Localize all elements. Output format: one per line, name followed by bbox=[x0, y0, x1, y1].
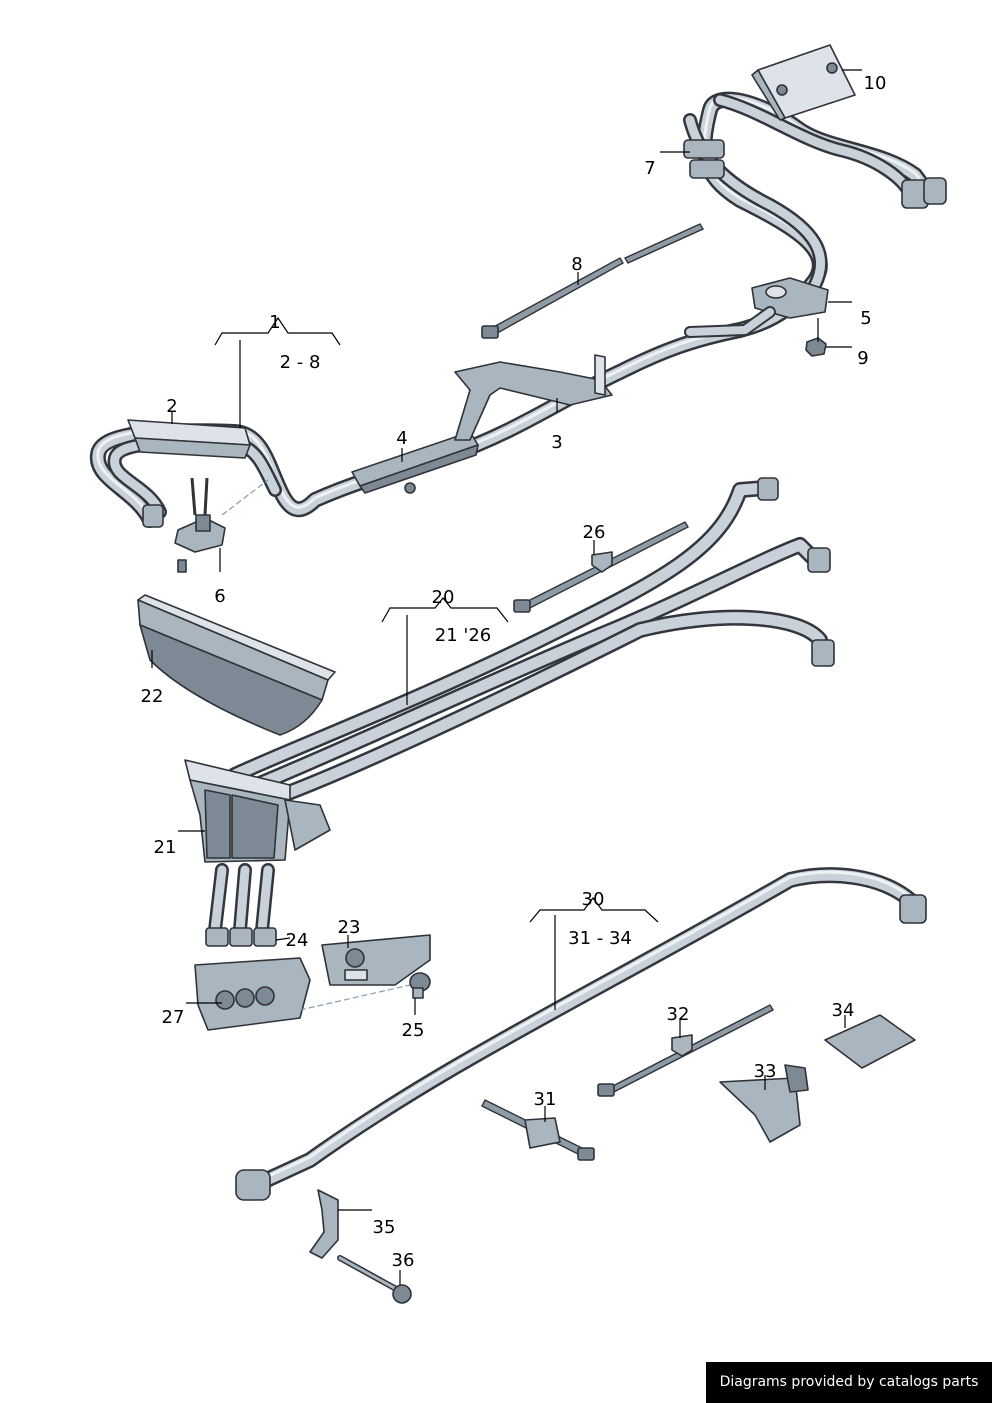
callout-20-range: 21 '26 bbox=[435, 625, 491, 646]
callout-5: 5 bbox=[860, 308, 871, 329]
callout-4: 4 bbox=[396, 428, 407, 449]
callout-32: 32 bbox=[667, 1004, 690, 1025]
part-33-bracket bbox=[719, 1064, 809, 1143]
callout-2: 2 bbox=[166, 396, 177, 417]
part-3-bracket bbox=[454, 354, 613, 441]
hose-assembly-20 bbox=[227, 477, 835, 813]
part-23-plate bbox=[321, 934, 431, 986]
callout-9: 9 bbox=[857, 348, 868, 369]
callout-10: 10 bbox=[864, 73, 887, 94]
callout-26: 26 bbox=[583, 522, 606, 543]
callout-36: 36 bbox=[392, 1250, 415, 1271]
part-36-bolt bbox=[337, 1255, 412, 1304]
part-35-bracket bbox=[309, 1189, 339, 1259]
callout-3: 3 bbox=[551, 432, 562, 453]
callout-1-range: 2 - 8 bbox=[280, 352, 321, 373]
part-10-shield bbox=[751, 44, 856, 121]
callout-22: 22 bbox=[141, 686, 164, 707]
callout-30-range: 31 - 34 bbox=[568, 928, 632, 949]
callout-24: 24 bbox=[286, 930, 309, 951]
part-5-flange bbox=[684, 277, 829, 338]
part-24-clamps bbox=[205, 927, 277, 947]
callout-labels: 1 2 - 8 2 3 4 5 6 7 8 9 10 20 21 '26 21 … bbox=[141, 73, 887, 1271]
hose-assembly-30 bbox=[235, 867, 927, 1201]
callout-23: 23 bbox=[338, 917, 361, 938]
callout-21: 21 bbox=[154, 837, 177, 858]
callout-20: 20 bbox=[432, 587, 455, 608]
callout-30: 30 bbox=[582, 889, 605, 910]
part-25-screw bbox=[409, 972, 431, 999]
part-7-connector bbox=[683, 139, 725, 179]
callout-27: 27 bbox=[162, 1007, 185, 1028]
callout-6: 6 bbox=[214, 586, 225, 607]
part-9-nut bbox=[805, 337, 827, 357]
leader-lines bbox=[151, 69, 862, 1285]
part-21-distributor bbox=[184, 759, 331, 937]
part-27-valve-block bbox=[194, 957, 411, 1031]
callout-31: 31 bbox=[534, 1089, 557, 1110]
part-22-cover bbox=[137, 594, 336, 736]
part-2-bracket bbox=[127, 419, 251, 459]
callout-25: 25 bbox=[402, 1020, 425, 1041]
callout-8: 8 bbox=[571, 254, 582, 275]
part-6-sensor bbox=[174, 477, 269, 573]
hose-end-left bbox=[142, 504, 164, 528]
callout-33: 33 bbox=[754, 1061, 777, 1082]
part-8-cable-tie bbox=[481, 223, 705, 339]
part-4-holder bbox=[351, 431, 479, 494]
part-32-cable-tie bbox=[597, 1004, 774, 1097]
callout-35: 35 bbox=[373, 1217, 396, 1238]
part-31-clip bbox=[481, 1099, 595, 1161]
part-26-cable-tie bbox=[513, 521, 689, 613]
callout-1: 1 bbox=[269, 312, 280, 333]
credit-footer: Diagrams provided by catalogs parts bbox=[706, 1362, 992, 1403]
callout-34: 34 bbox=[832, 1000, 855, 1021]
callout-7: 7 bbox=[644, 158, 655, 179]
hose-end-right-b bbox=[923, 177, 947, 205]
part-34-pad bbox=[824, 1014, 916, 1069]
